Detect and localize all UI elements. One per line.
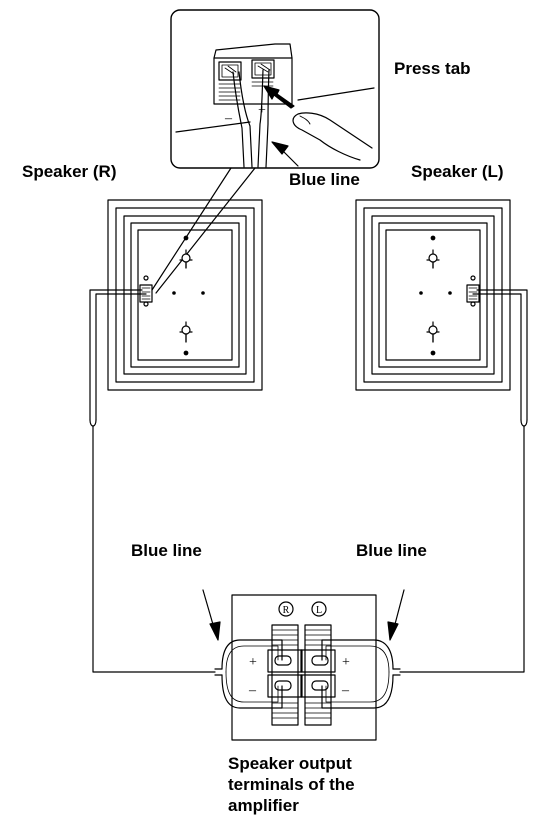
terminals-caption-line-1: Speaker output bbox=[228, 754, 352, 773]
terminals-caption-line-3: amplifier bbox=[228, 796, 299, 815]
blue-line-arrow-left-icon bbox=[202, 589, 215, 629]
blue-line-pointer-icon bbox=[281, 149, 299, 167]
blue-line-label-left: Blue line bbox=[131, 541, 202, 560]
blue-line-label-inset: Blue line bbox=[289, 170, 360, 189]
terminal-l bbox=[300, 624, 336, 726]
terminal-r bbox=[267, 624, 303, 726]
speaker-r-label: Speaker (R) bbox=[22, 162, 117, 181]
amp-left-minus-symbol: – bbox=[248, 683, 257, 698]
speaker-l-label: Speaker (L) bbox=[411, 162, 504, 181]
amplifier-r-wires bbox=[221, 639, 283, 709]
inset-plus-symbol: + bbox=[258, 103, 266, 118]
amp-right-minus-symbol: – bbox=[341, 683, 350, 698]
zoom-inset: – + bbox=[151, 9, 380, 294]
press-arrow-icon bbox=[263, 85, 295, 109]
amp-left-plus-symbol: + bbox=[249, 655, 257, 670]
amp-right-plus-symbol: + bbox=[342, 655, 350, 670]
terminals-caption: Speaker output terminals of the amplifie… bbox=[228, 753, 428, 816]
blue-line-arrow-right-icon bbox=[393, 589, 405, 629]
amplifier-l-wires bbox=[321, 639, 394, 709]
blue-line-label-right: Blue line bbox=[356, 541, 427, 560]
speaker-l-cable bbox=[392, 289, 528, 676]
amplifier-terminal-panel: R L + bbox=[231, 594, 377, 741]
speaker-r-cable bbox=[89, 289, 223, 676]
terminals-caption-line-2: terminals of the bbox=[228, 775, 355, 794]
inset-terminal-block bbox=[213, 43, 293, 105]
finger-icon bbox=[292, 112, 373, 161]
inset-minus-symbol: – bbox=[224, 111, 233, 126]
inset-wires bbox=[232, 69, 270, 168]
press-tab-label: Press tab bbox=[394, 59, 471, 78]
channel-r-marker: R bbox=[283, 605, 290, 616]
speaker-l bbox=[355, 199, 511, 391]
channel-l-marker: L bbox=[316, 605, 322, 616]
speaker-r bbox=[107, 199, 263, 391]
